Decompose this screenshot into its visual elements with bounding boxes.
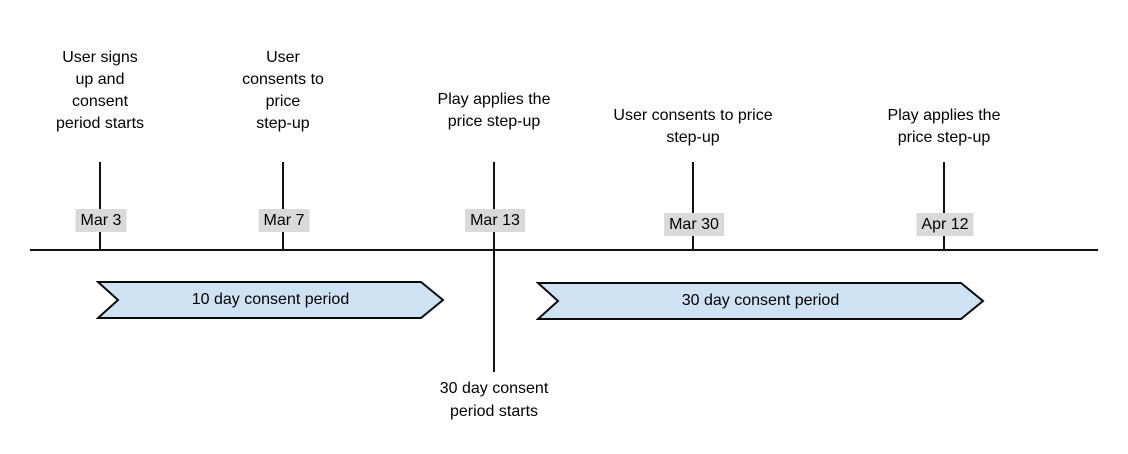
event-marker-line: [282, 162, 284, 250]
event-label-consent-2: User consents to price step-up: [613, 107, 773, 146]
period-label-10-day: 10 day consent period: [191, 291, 350, 308]
below-axis-note: 30 day consent period starts: [439, 380, 549, 420]
event-label-apply-2: Play applies the price step-up: [887, 107, 1001, 146]
event-date-chip: Mar 7: [258, 209, 310, 232]
chevron-banner-shape: [96, 281, 445, 319]
event-date-chip: Mar 3: [75, 209, 127, 232]
event-marker-line: [493, 162, 495, 372]
period-banner-30-day: 30 day consent period: [536, 281, 985, 321]
timeline-axis: [30, 249, 1098, 251]
chevron-banner-polygon: [536, 282, 985, 320]
period-label-30-day: 30 day consent period: [681, 292, 840, 309]
event-label-apply-1: Play applies the price step-up: [437, 91, 551, 130]
period-banner-10-day: 10 day consent period: [96, 280, 445, 320]
event-marker-line: [692, 162, 694, 250]
chevron-banner-polygon: [96, 281, 445, 319]
event-label-consent-1: User consents to price step-up: [242, 49, 324, 132]
event-label-signup: User signs up and consent period starts: [55, 49, 145, 132]
event-marker-line: [99, 162, 101, 250]
event-date-chip: Mar 13: [465, 209, 525, 232]
event-marker-line: [943, 162, 945, 250]
event-date-chip: Mar 30: [664, 213, 724, 236]
event-date-chip: Apr 12: [916, 213, 974, 236]
chevron-banner-shape: [536, 282, 985, 320]
